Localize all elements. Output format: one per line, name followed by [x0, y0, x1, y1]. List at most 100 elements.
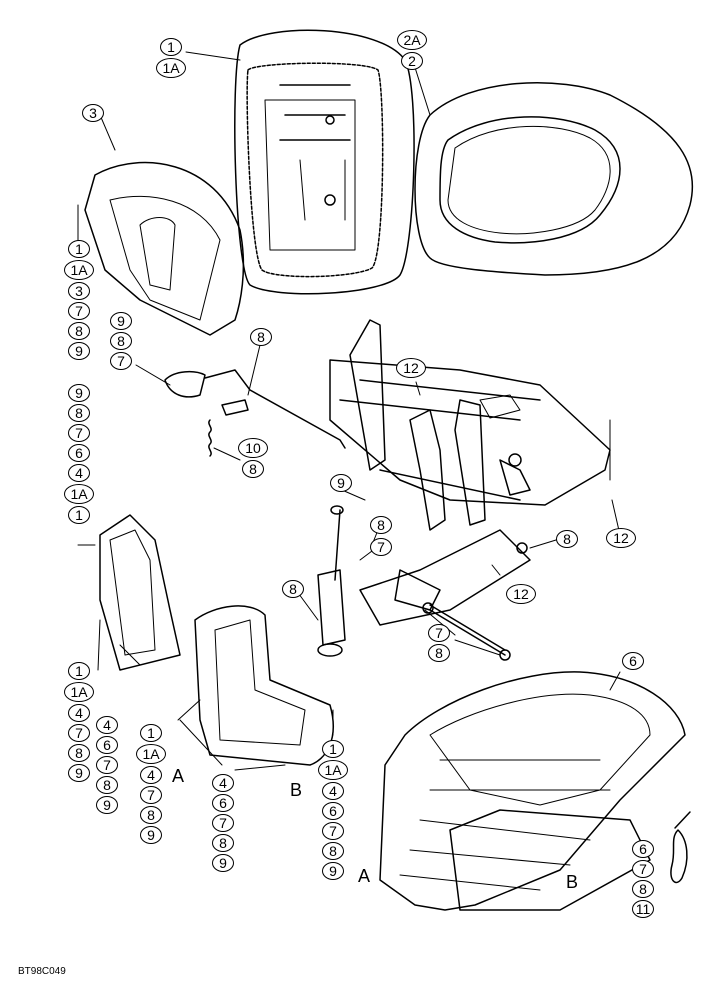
callout-group-shroud-fasteners: 1 1A 3 7 8 9	[64, 240, 94, 362]
control-lever	[165, 370, 345, 448]
side-cover-right	[195, 606, 333, 765]
callout: 4	[68, 464, 90, 482]
callout: 7	[632, 860, 654, 878]
callout: 8	[242, 460, 264, 478]
callout: 8	[632, 880, 654, 898]
callout: 6	[96, 736, 118, 754]
callout-group-lever-knob: 9 8 7	[110, 312, 132, 372]
callout: 1	[140, 724, 162, 742]
callout: 7	[322, 822, 344, 840]
callout: 1A	[64, 682, 94, 702]
callout-group-back-cushion: 1 1A	[156, 38, 186, 80]
callout: 7	[212, 814, 234, 832]
reference-letter-a-cover: A	[172, 766, 185, 786]
callout: 7	[370, 538, 392, 556]
callout-group-side-shroud-fasteners: 1 1A 4 7 8 9	[64, 662, 94, 784]
callout: 8	[322, 842, 344, 860]
callout: 1A	[156, 58, 186, 78]
callout: 8	[68, 744, 90, 762]
callout: 8	[556, 530, 578, 548]
callout: 8	[110, 332, 132, 350]
callout-group-rod: 7 8	[428, 624, 450, 664]
callout-group-frame-bolt: 12	[396, 358, 426, 380]
back-shroud	[85, 163, 243, 335]
callout-group-shock-pin: 9	[330, 474, 352, 494]
side-shroud-left	[100, 515, 180, 670]
callout: 8	[370, 516, 392, 534]
callout: 9	[212, 854, 234, 872]
callout: 10	[238, 438, 268, 458]
callout-group-side-shroud: 9 8 7 6 4 1A 1	[64, 384, 94, 526]
callout: 8	[140, 806, 162, 824]
callout: 7	[96, 756, 118, 774]
callout: 6	[68, 444, 90, 462]
suspension-frame	[330, 320, 610, 530]
rod	[430, 605, 505, 650]
callout-group-strap: 6 7 8 11	[632, 840, 654, 920]
callout-group-cover-fasteners: 1 1A 4 7 8 9	[136, 724, 166, 846]
callout: 8	[68, 404, 90, 422]
callout-group-back-shroud: 3	[82, 104, 104, 124]
callout: 1	[68, 662, 90, 680]
strap	[671, 812, 690, 882]
callout: 4	[96, 716, 118, 734]
callout: 8	[428, 644, 450, 662]
back-cushion	[235, 30, 414, 293]
callout: 1A	[318, 760, 348, 780]
callout: 7	[110, 352, 132, 370]
shock-absorber	[318, 506, 345, 656]
callout: 6	[622, 652, 644, 670]
callout-group-seat-bolt: 12	[606, 528, 636, 550]
callout: 4	[140, 766, 162, 784]
callout-group-bushing: 8	[370, 516, 392, 536]
callout: 8	[250, 328, 272, 346]
callout: 9	[68, 764, 90, 782]
callout-group-rear-bushing: 8	[556, 530, 578, 550]
reference-letter-b-cover: B	[290, 780, 303, 800]
callout: 7	[68, 302, 90, 320]
callout: 3	[68, 282, 90, 300]
reference-letter-b-bellows: B	[566, 872, 579, 892]
leader-lines	[78, 52, 620, 770]
seat-cushion	[415, 83, 692, 275]
callout: 7	[68, 724, 90, 742]
callout: 4	[68, 704, 90, 722]
callout: 6	[632, 840, 654, 858]
callout: 8	[282, 580, 304, 598]
callout: 12	[506, 584, 536, 604]
callout: 9	[110, 312, 132, 330]
callout: 12	[396, 358, 426, 378]
callout-group-seat-cushion: 2A 2	[397, 30, 427, 72]
callout: 2	[401, 52, 423, 70]
callout: 9	[322, 862, 344, 880]
callout: 1	[68, 240, 90, 258]
callout: 1A	[64, 260, 94, 280]
callout: 9	[96, 796, 118, 814]
callout-group-shock-absorber: 8	[282, 580, 304, 600]
figure-code: BT98C049	[18, 966, 66, 977]
callout: 6	[212, 794, 234, 812]
callout-group-spring: 10 8	[238, 438, 268, 480]
spring	[209, 420, 211, 456]
callout: 12	[606, 528, 636, 548]
callout: 3	[82, 104, 104, 122]
callout: 1	[322, 740, 344, 758]
callout: 8	[212, 834, 234, 852]
callout-group-bellows: 6	[622, 652, 644, 672]
reference-letter-a-bellows: A	[358, 866, 371, 886]
callout-group-washer: 7	[370, 538, 392, 558]
callout: 1A	[64, 484, 94, 504]
callout-group-cover-pins: 4 6 7 8 9	[212, 774, 234, 874]
callout: 1A	[136, 744, 166, 764]
callout: 2A	[397, 30, 427, 50]
callout: 1	[160, 38, 182, 56]
callout: 8	[68, 322, 90, 340]
callout: 1	[68, 506, 90, 524]
callout-group-shroud-pins: 4 6 7 8 9	[96, 716, 118, 816]
callout: 9	[330, 474, 352, 492]
bellows-boot	[380, 672, 685, 910]
callout-group-cover-right: 1 1A 4 6 7 8 9	[318, 740, 348, 882]
callout: 9	[68, 384, 90, 402]
callout: 8	[96, 776, 118, 794]
